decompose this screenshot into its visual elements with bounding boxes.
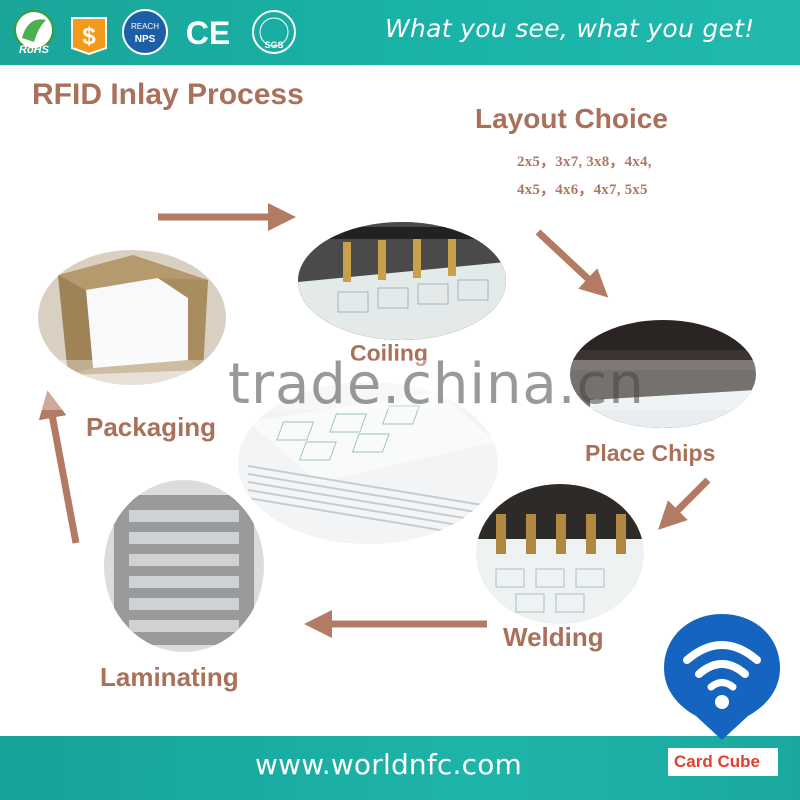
welding-photo bbox=[476, 484, 644, 624]
svg-text:SGS: SGS bbox=[264, 40, 283, 50]
sgs-icon: SGS bbox=[252, 10, 296, 54]
step-label-place-chips: Place Chips bbox=[585, 440, 716, 466]
arrow-to-packaging bbox=[38, 390, 80, 544]
svg-text:$: $ bbox=[82, 23, 96, 50]
dollar-icon: $ bbox=[71, 17, 107, 56]
card-cube-logo bbox=[664, 614, 780, 740]
footer-bar bbox=[0, 736, 800, 800]
svg-text:RoHS: RoHS bbox=[19, 44, 50, 56]
header-slogan: What you see, what you get! bbox=[385, 14, 755, 43]
footer-website-link[interactable]: www.worldnfc.com bbox=[255, 748, 523, 781]
step-label-packaging: Packaging bbox=[86, 412, 217, 442]
inlay-sheets-photo bbox=[238, 382, 498, 544]
svg-text:CE: CE bbox=[186, 15, 230, 51]
coiling-photo bbox=[298, 222, 506, 340]
watermark-text: trade.china.cn bbox=[228, 352, 645, 417]
laminating-photo bbox=[104, 480, 264, 652]
step-label-coiling: Coiling bbox=[350, 340, 428, 366]
brand-name: Card Cube bbox=[674, 752, 760, 771]
svg-text:NPS: NPS bbox=[135, 34, 156, 45]
page-title: RFID Inlay Process bbox=[32, 78, 304, 111]
rohs-icon: RoHS bbox=[14, 10, 54, 56]
brand-plate bbox=[668, 748, 778, 776]
reach-icon: REACH NPS bbox=[122, 9, 168, 55]
step-label-laminating: Laminating bbox=[100, 662, 239, 692]
arrow-to-place-chips bbox=[535, 229, 609, 298]
watermark-band bbox=[0, 360, 800, 410]
packaging-photo bbox=[38, 250, 226, 385]
ce-mark-icon: CE bbox=[186, 15, 230, 51]
step-label-welding: Welding bbox=[503, 622, 604, 652]
place-chips-photo bbox=[570, 320, 756, 428]
layout-options-line-1: 2x5，3x7, 3x8，4x4, bbox=[517, 154, 652, 170]
layout-choice-heading: Layout Choice bbox=[475, 103, 668, 134]
svg-text:REACH: REACH bbox=[131, 22, 159, 31]
arrow-to-welding bbox=[658, 477, 711, 530]
layout-options-line-2: 4x5，4x6，4x7, 5x5 bbox=[517, 182, 648, 198]
